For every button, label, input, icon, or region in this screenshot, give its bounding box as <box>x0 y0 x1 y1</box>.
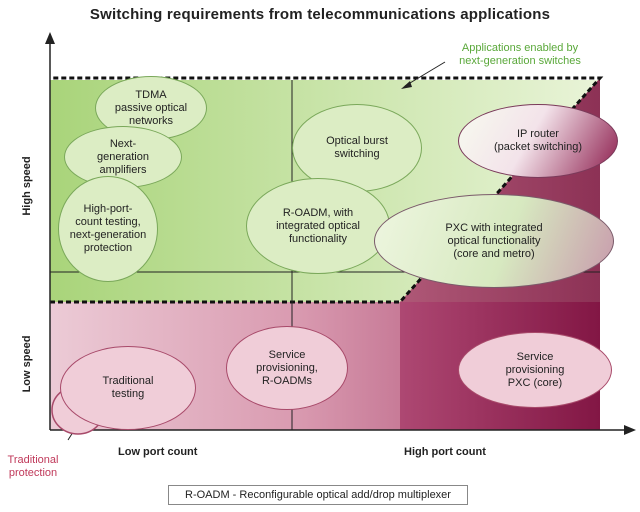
green-annotation-arrow <box>404 61 446 87</box>
y-axis-arrow <box>45 32 55 44</box>
x-label-low-port: Low port count <box>118 446 198 458</box>
abbreviation-legend: R-OADM - Reconfigurable optical add/drop… <box>168 485 468 505</box>
y-label-low-speed: Low speed <box>21 335 33 393</box>
x-label-high-port: High port count <box>404 446 486 458</box>
ip-router-ellipse: IP router(packet switching) <box>458 104 618 178</box>
traditional-protection-annotation: Traditional protection <box>7 454 59 479</box>
next-gen-annotation: Applications enabled by next-generation … <box>459 42 581 67</box>
y-label-high-speed: High speed <box>21 156 33 216</box>
diagram-title: Switching requirements from telecommunic… <box>89 6 551 23</box>
next-gen-boundary <box>50 76 604 304</box>
x-axis-arrow <box>624 425 636 435</box>
